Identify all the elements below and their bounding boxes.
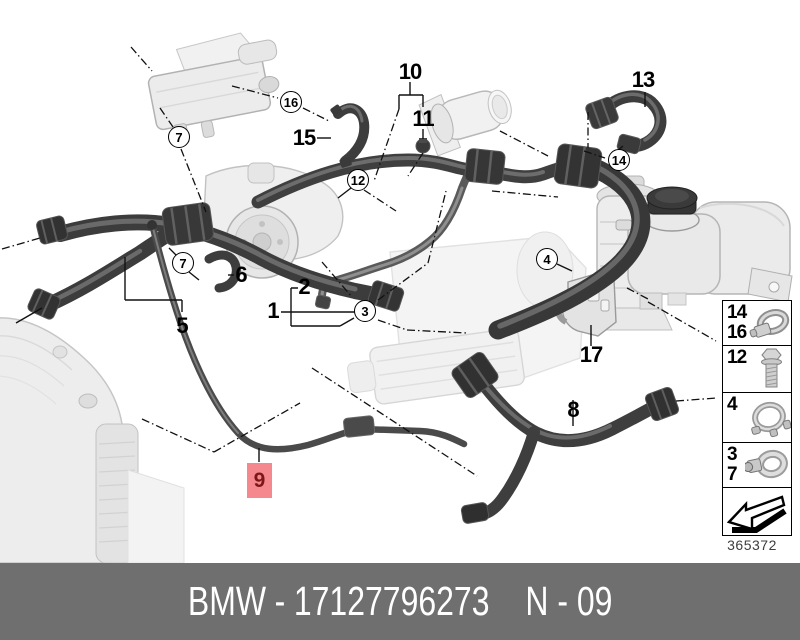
- expansion-tank: [615, 186, 793, 310]
- legend-label: 16: [727, 322, 747, 343]
- callout-circled-7a: 7: [168, 126, 190, 148]
- legend-row-clamps-14-16: 14 16: [723, 301, 791, 346]
- callout-15: 15: [292, 125, 317, 150]
- callout-5: 5: [176, 313, 188, 338]
- callout-circled-3: 3: [354, 300, 376, 322]
- callout-8: 8: [567, 397, 579, 422]
- callout-1: 1: [267, 298, 279, 323]
- legend-label: 3: [727, 444, 738, 465]
- diagram-canvas: [0, 32, 793, 563]
- callout-13: 13: [631, 67, 656, 92]
- legend-label: 14: [727, 302, 747, 323]
- footer-page-code: N - 09: [525, 578, 613, 624]
- footer-brand: BMW: [187, 578, 266, 624]
- hex-flange-bolt-icon: [761, 348, 782, 388]
- callout-circled-16: 16: [280, 91, 302, 113]
- legend-label: 12: [727, 347, 747, 368]
- callout-11: 11: [412, 106, 434, 131]
- callout-9-highlighted: 9: [247, 463, 272, 498]
- profile-clamp-icon: [751, 401, 791, 437]
- heat-exchanger: [147, 32, 280, 146]
- legend-label: 7: [727, 464, 738, 485]
- callout-circled-7b: 7: [172, 252, 194, 274]
- thermostat-housing: [418, 89, 512, 157]
- worm-drive-clamp-icon: [749, 309, 790, 338]
- direction-arrow-icon: [726, 495, 787, 533]
- engine-block: [346, 231, 587, 405]
- callout-17: 17: [579, 342, 604, 367]
- legend-row-bolt-12: 12: [723, 346, 791, 393]
- screw-hose-clamp-icon: [745, 449, 788, 479]
- legend-row-clamps-3-7: 3 7: [723, 443, 791, 488]
- footer-separator: -: [274, 578, 286, 624]
- hose-connectors: [27, 96, 680, 524]
- footer-text: BMW - 17127796273 N - 09: [188, 578, 613, 625]
- legend-row-clamp-4: 4: [723, 393, 791, 443]
- leader-lines-solid: [15, 82, 646, 462]
- footer-part-number: 17127796273: [293, 578, 490, 624]
- callout-circled-12: 12: [347, 169, 369, 191]
- callout-2: 2: [298, 274, 310, 299]
- drawing-number: 365372: [727, 537, 777, 553]
- legend-table: 14 16 12: [722, 300, 792, 536]
- legend-label: 4: [727, 394, 738, 415]
- callout-6: 6: [235, 262, 247, 287]
- callout-circled-4: 4: [536, 248, 558, 270]
- leader-lines-dashdot: [1, 46, 718, 477]
- callout-10: 10: [398, 59, 423, 84]
- radiator: [0, 317, 185, 563]
- legend-row-direction: [723, 488, 791, 535]
- callout-circled-14: 14: [608, 149, 630, 171]
- footer-bar: BMW - 17127796273 N - 09: [0, 563, 800, 640]
